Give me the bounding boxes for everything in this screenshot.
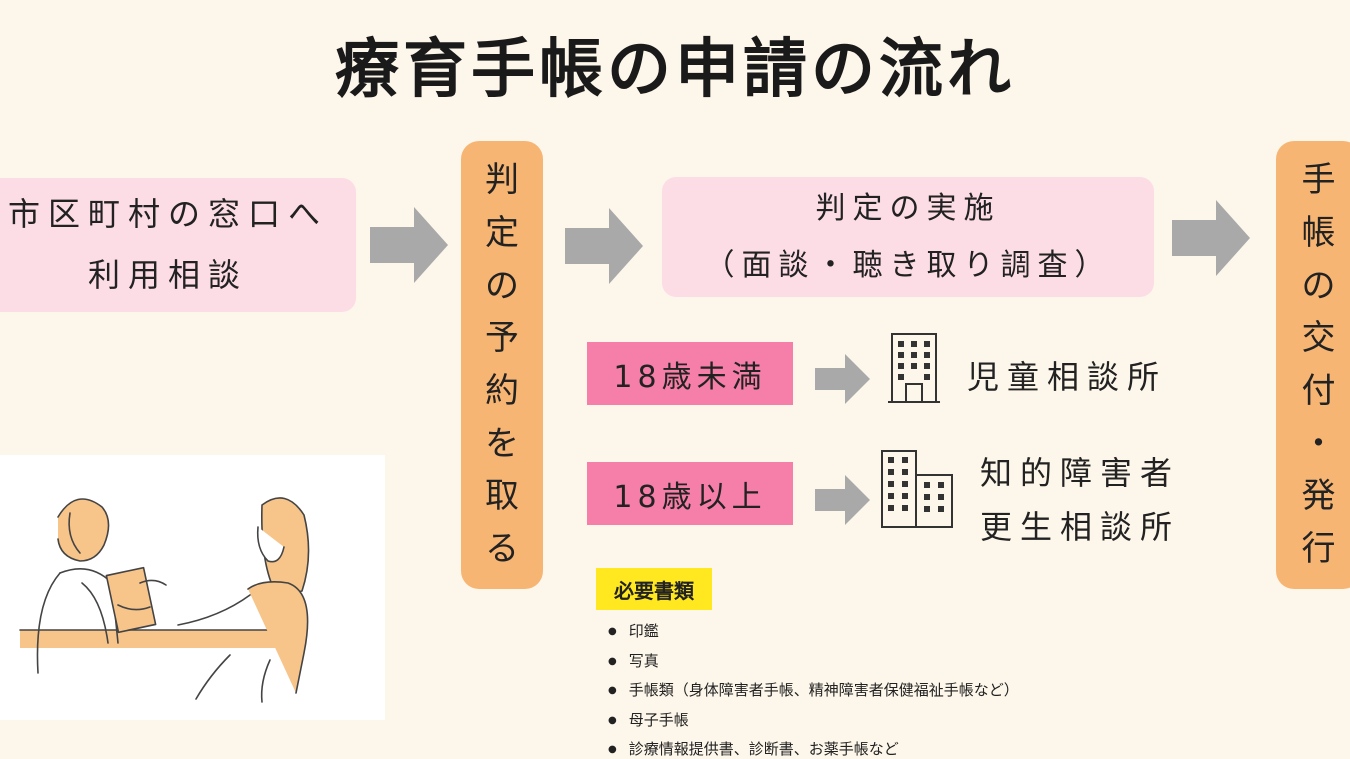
rehabilitation-center-label: 知的障害者 更生相談所 (980, 446, 1180, 555)
arrow-right-icon (1172, 200, 1250, 276)
vertical-char: 行 (1301, 529, 1336, 570)
office2-line1: 知的障害者 (980, 454, 1181, 492)
child-guidance-center-label: 児童相談所 (967, 350, 1167, 404)
vertical-char: の (1301, 265, 1336, 306)
age-18-and-over-badge: 18歳以上 (587, 462, 793, 525)
office2-line2: 更生相談所 (980, 508, 1181, 547)
step-assessment: 判定の実施 （面談・聴き取り調査） (662, 177, 1154, 297)
office1-line1: 児童相談所 (967, 358, 1168, 396)
required-documents-list: 印鑑 写真 手帳類（身体障害者手帳、精神障害者保健福祉手帳など） 母子手帳 診療… (608, 618, 1019, 759)
vertical-char: 予 (485, 318, 519, 359)
vertical-char: 帳 (1301, 212, 1336, 253)
vertical-char: 約 (485, 371, 519, 411)
required-documents-label: 必要書類 (596, 568, 712, 610)
consultation-illustration (0, 455, 385, 720)
step1-line1: 市区町村の窓口へ (7, 195, 328, 234)
list-item: 手帳類（身体障害者手帳、精神障害者保健福祉手帳など） (608, 677, 1019, 707)
vertical-char: 手 (1301, 160, 1336, 201)
office-building-icon (888, 333, 940, 403)
vertical-char: 取 (485, 476, 519, 517)
step2-text: 判定の予約を取る (485, 154, 519, 576)
office-buildings-icon (881, 450, 953, 528)
step3-line1: 判定の実施 (815, 191, 1001, 226)
vertical-char: の (485, 265, 519, 306)
list-item: 写真 (608, 648, 1019, 678)
step3-line2: （面談・聴き取り調査） (704, 248, 1112, 283)
arrow-right-icon (815, 354, 870, 404)
step4-text: 手帳の交付・発行 (1302, 154, 1336, 576)
list-item: 印鑑 (608, 618, 1019, 648)
arrow-right-icon (565, 208, 643, 284)
list-item: 診療情報提供書、診断書、お薬手帳など (608, 736, 1019, 759)
vertical-char: 定 (485, 212, 519, 253)
vertical-char: 判 (485, 160, 519, 201)
step-municipal-consultation: 市区町村の窓口へ 利用相談 (0, 178, 356, 312)
age-under-18-badge: 18歳未満 (587, 342, 793, 405)
arrow-right-icon (370, 207, 448, 283)
vertical-char: 交 (1301, 318, 1336, 359)
vertical-char: ・ (1301, 423, 1336, 464)
step-issue-handbook: 手帳の交付・発行 (1276, 141, 1350, 589)
step1-line2: 利用相談 (87, 256, 248, 294)
vertical-char: 付 (1301, 371, 1336, 411)
vertical-char: る (485, 529, 519, 570)
list-item: 母子手帳 (608, 707, 1019, 737)
step-reserve-assessment: 判定の予約を取る (461, 141, 543, 589)
arrow-right-icon (815, 475, 870, 525)
page-title: 療育手帳の申請の流れ (335, 33, 1015, 107)
vertical-char: 発 (1301, 476, 1336, 517)
vertical-char: を (485, 423, 519, 464)
